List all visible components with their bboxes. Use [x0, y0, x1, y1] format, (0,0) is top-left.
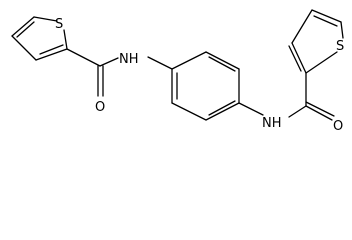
oxygen-atom-left: O	[95, 100, 105, 115]
left-amide-group	[66, 48, 119, 97]
left-nh-bond	[147, 56, 173, 70]
nh-atom-left: NH	[119, 52, 139, 67]
sulfur-atom-left: S	[55, 17, 63, 32]
left-thiophene-ring	[11, 16, 68, 61]
right-thiophene-ring	[288, 9, 344, 74]
molecule-diagram: S O NH NH O S	[11, 9, 344, 134]
central-benzene-ring	[171, 51, 240, 121]
oxygen-atom-right: O	[333, 119, 343, 134]
right-nh-bond	[238, 102, 264, 116]
sulfur-atom-right: S	[336, 39, 344, 54]
nh-atom-right: NH	[262, 116, 282, 131]
right-amide-group	[288, 72, 335, 121]
